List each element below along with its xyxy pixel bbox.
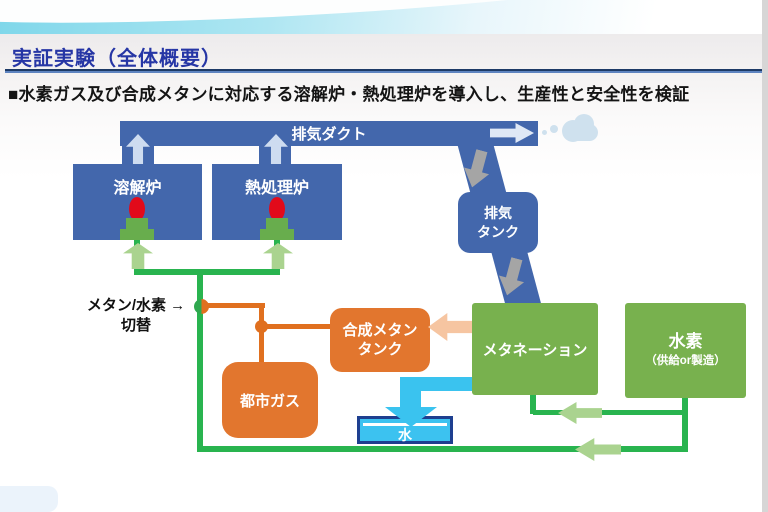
water-label: 水 bbox=[398, 427, 412, 443]
fuel-switch-text: メタン/水素 bbox=[86, 297, 166, 314]
water-pipe-vertical bbox=[400, 377, 421, 409]
page-title: 実証実験（全体概要） bbox=[12, 48, 222, 70]
exhaust-tank-label: 排気 タンク bbox=[477, 204, 519, 242]
syn-methane-tank-line1: 合成メタン bbox=[342, 321, 418, 339]
burner-pedestal-base bbox=[260, 229, 294, 240]
top-wave-banner bbox=[0, 0, 768, 34]
right-edge-strip bbox=[762, 0, 768, 512]
fuel-switch-label: メタン/水素 → 切替 bbox=[80, 296, 192, 337]
wave-curve-decoration bbox=[0, 0, 671, 34]
cloud-puff-base bbox=[570, 124, 598, 141]
burner-pedestal-base bbox=[120, 229, 154, 240]
exhaust-tank-box: 排気 タンク bbox=[458, 192, 538, 253]
methanation-label: メタネーション bbox=[482, 341, 588, 359]
hydrogen-to-methanation-pipe bbox=[533, 410, 685, 415]
hydrogen-box: 水素 （供給or製造） bbox=[625, 303, 746, 398]
methane-pipe-horizontal bbox=[203, 303, 265, 308]
slide-subtitle: ■水素ガス及び合成メタンに対応する溶解炉・熱処理炉を導入し、生産性と安全性を検証 bbox=[8, 85, 690, 104]
cloud-dot-small bbox=[542, 130, 547, 135]
exhaust-duct-bar: 排気ダクト bbox=[120, 121, 538, 146]
hydrogen-return-pipe bbox=[197, 446, 688, 452]
methane-pipe-vertical bbox=[259, 303, 264, 363]
syn-methane-tank-line2: タンク bbox=[357, 341, 403, 358]
exhaust-duct-label: 排気ダクト bbox=[291, 126, 367, 143]
flame-icon bbox=[269, 197, 285, 221]
exhaust-tank-line2: タンク bbox=[477, 223, 519, 240]
corner-glow-decoration bbox=[0, 486, 58, 512]
syn-methane-tank-label: 合成メタン タンク bbox=[342, 321, 417, 360]
fuel-switch-label-line1: メタン/水素 → bbox=[80, 296, 192, 316]
cloud-dot-medium bbox=[550, 125, 558, 133]
water-surface-line bbox=[363, 423, 447, 426]
heat-furnace-label: 熱処理炉 bbox=[244, 180, 309, 197]
pointer-arrow-icon: → bbox=[170, 297, 186, 314]
city-gas-label: 都市ガス bbox=[239, 392, 300, 410]
syn-methane-tank-box: 合成メタン タンク bbox=[330, 308, 430, 372]
water-box: 水 bbox=[357, 416, 453, 444]
methanation-inlet-stub bbox=[530, 394, 536, 414]
fuel-pipe-main-drop bbox=[197, 269, 203, 452]
fuel-pipe-header bbox=[134, 269, 280, 275]
methane-junction-dot bbox=[255, 320, 268, 333]
fuel-switch-label-line2: 切替 bbox=[120, 317, 151, 335]
methanation-box: メタネーション bbox=[472, 303, 598, 395]
hydrogen-line1: 水素 bbox=[668, 332, 703, 352]
exhaust-tank-line1: 排気 bbox=[484, 204, 512, 221]
hydrogen-line2: （供給or製造） bbox=[645, 355, 726, 368]
burner-pedestal-top bbox=[126, 218, 148, 230]
city-gas-box: 都市ガス bbox=[222, 362, 318, 438]
steam-cloud-icon bbox=[540, 112, 600, 144]
melting-furnace-label: 溶解炉 bbox=[113, 180, 162, 197]
hydrogen-label: 水素 （供給or製造） bbox=[645, 331, 726, 369]
title-underline bbox=[5, 69, 762, 73]
flame-icon bbox=[129, 197, 145, 221]
burner-pedestal-top bbox=[266, 218, 288, 230]
methane-pipe-branch bbox=[259, 324, 332, 329]
fuel-switch-junction-dot bbox=[194, 299, 209, 314]
hydrogen-riser-pipe bbox=[682, 396, 688, 452]
